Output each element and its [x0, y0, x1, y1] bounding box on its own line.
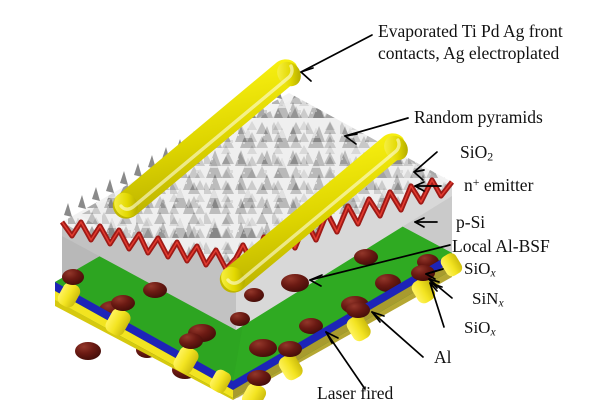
label-n-emitter-n: n — [464, 175, 473, 195]
label-n-emitter-superscript: + — [472, 175, 480, 190]
laser-fired-al-plugs — [57, 253, 463, 400]
label-random-pyramids: Random pyramids — [414, 107, 543, 127]
label-siox-lower-text: SiO — [464, 318, 491, 337]
label-n-emitter: n+ emitter — [464, 175, 533, 196]
label-p-si: p-Si — [456, 212, 486, 232]
leader-local-al-bsf — [309, 244, 451, 287]
label-front-contacts-line2: contacts, Ag electroplated — [378, 43, 560, 64]
label-siox-upper-subscript: x — [490, 266, 496, 280]
label-siox-upper-text: SiO — [464, 259, 491, 278]
leader-p-si — [414, 217, 438, 228]
label-siox-upper: SiOx — [464, 259, 496, 280]
label-front-contacts: Evaporated Ti Pd Ag front contacts, Ag e… — [378, 20, 563, 65]
label-sio2-text: SiO — [460, 142, 488, 162]
label-laser-fired: Laser fired — [317, 383, 394, 400]
label-sio2: SiO2 — [460, 142, 493, 164]
label-sio2-subscript: 2 — [487, 149, 494, 164]
label-siox-lower: SiOx — [464, 318, 496, 339]
label-al: Al — [434, 347, 452, 367]
label-sinx-text: SiN — [472, 289, 499, 308]
leader-random-pyramids — [344, 117, 409, 145]
pyramid-sawtooth-front-left-edge — [59, 219, 238, 330]
leader-front-contacts — [300, 34, 373, 82]
leader-sio2 — [413, 151, 438, 181]
leader-siox-upper — [425, 268, 444, 280]
leader-siox-lower — [429, 282, 445, 328]
label-siox-lower-subscript: x — [490, 325, 496, 339]
label-local-al-bsf: Local Al-BSF — [452, 236, 550, 256]
leader-laser-fired — [325, 331, 366, 390]
label-n-emitter-rest: emitter — [479, 175, 534, 195]
leader-al — [371, 311, 424, 358]
front-contact-finger-upper — [112, 59, 301, 219]
label-front-contacts-line1: Evaporated Ti Pd Ag front — [378, 21, 563, 41]
label-sinx-subscript: x — [498, 296, 504, 310]
label-sinx: SiNx — [472, 289, 504, 310]
leader-n-emitter — [414, 181, 442, 192]
leader-lines — [300, 34, 453, 390]
front-contact-finger-lower — [219, 133, 408, 293]
